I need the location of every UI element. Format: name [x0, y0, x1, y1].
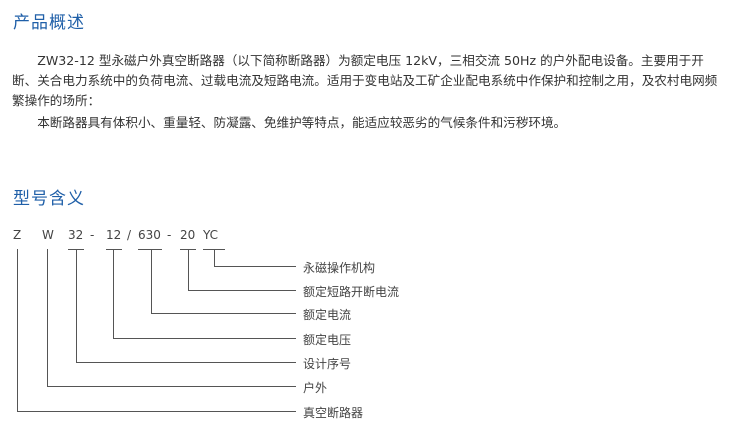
code-part-yc: YC	[203, 228, 219, 242]
section-title-overview: 产品概述	[13, 13, 85, 33]
code-part-series: 32	[68, 228, 84, 242]
code-part-breaking-current: 20	[180, 228, 196, 242]
code-part-voltage: 12	[106, 228, 122, 242]
meaning-rated-short-circuit-breaking-current: 额定短路开断电流	[303, 285, 400, 299]
meaning-operating-mechanism: 永磁操作机构	[303, 261, 376, 275]
overview-paragraph-2: 本断路器具有体积小、重量轻、防凝露、免维护等特点，能适应较恶劣的气候条件和污秽环…	[37, 115, 567, 130]
meaning-rated-current: 额定电流	[303, 308, 352, 322]
code-part-dash-2: -	[167, 228, 172, 242]
code-part-w: W	[42, 228, 54, 242]
section-title-model-meaning: 型号含义	[13, 189, 85, 209]
connector-line-z	[17, 249, 296, 412]
code-part-slash: /	[127, 228, 132, 242]
code-part-z: Z	[13, 228, 22, 242]
code-part-dash-1: -	[90, 228, 95, 242]
connector-line-w	[47, 249, 296, 387]
meaning-design-serial: 设计序号	[303, 357, 352, 371]
meaning-rated-voltage: 额定电压	[303, 333, 352, 347]
meaning-vacuum-circuit-breaker: 真空断路器	[303, 406, 364, 420]
code-part-current: 630	[138, 228, 161, 242]
overview-paragraph-1: ZW32-12 型永磁户外真空断路器（以下简称断路器）为额定电压 12kV，三相…	[12, 53, 718, 108]
meaning-outdoor: 户外	[303, 381, 328, 395]
